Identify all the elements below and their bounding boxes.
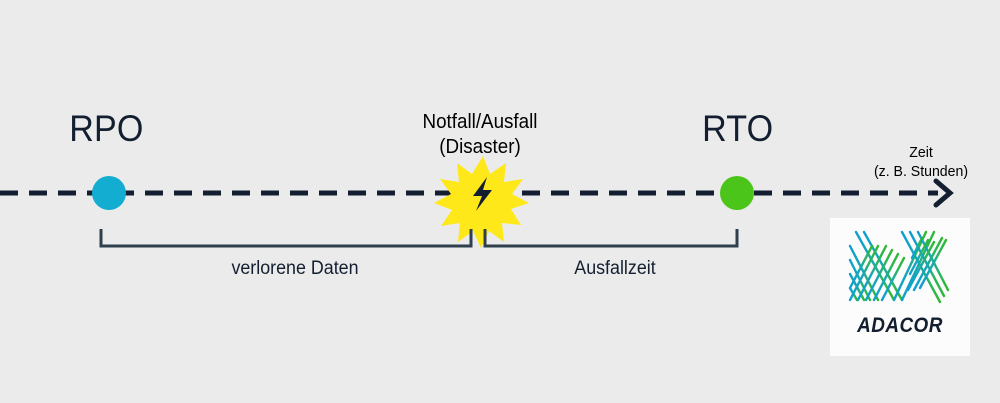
disaster-point-label: Notfall/Ausfall (Disaster)	[380, 110, 580, 160]
rto-marker-dot	[720, 176, 754, 210]
bracket-label-lost-data: verlorene Daten	[231, 258, 359, 279]
bracket-lost-data	[99, 229, 473, 248]
arrow-right-icon	[933, 178, 954, 208]
disaster-label-line1: Notfall/Ausfall	[422, 111, 538, 133]
adacor-logo: ADACOR	[830, 218, 970, 356]
rpo-point-label: RPO	[69, 108, 144, 149]
rpo-marker-dot	[92, 176, 126, 210]
rto-point-label: RTO	[702, 108, 774, 149]
starburst-lightning-icon	[434, 156, 529, 248]
adacor-wordmark: ADACOR	[857, 314, 943, 337]
time-axis-label-line1: Zeit	[909, 144, 933, 161]
disaster-label-line2: (Disaster)	[439, 136, 521, 158]
adacor-woven-chevron-logo	[848, 230, 950, 304]
time-axis-label-line2: (z. B. Stunden)	[873, 163, 969, 180]
time-axis-label: Zeit (z. B. Stunden)	[856, 143, 986, 181]
bracket-downtime	[483, 229, 739, 248]
bracket-label-downtime: Ausfallzeit	[574, 258, 656, 279]
